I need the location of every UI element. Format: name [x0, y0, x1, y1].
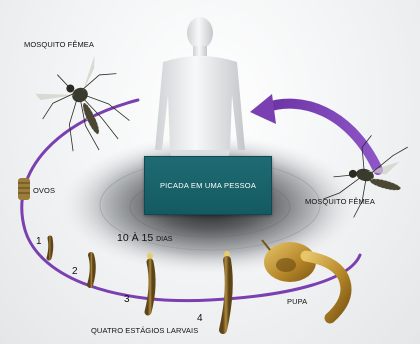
larva-icon: [49, 238, 51, 258]
days-range-unit: DIAS: [156, 236, 172, 243]
label-mosquito-female-top: MOSQUITO FÊMEA: [24, 40, 94, 49]
larva-icon: [223, 251, 230, 330]
eggs-icon: [18, 178, 30, 200]
bite-label: PICADA EM UMA PESSOA: [160, 181, 256, 190]
stage-number-1: 1: [36, 236, 42, 247]
label-pupa: PUPA: [287, 297, 307, 306]
days-range-value: 10 À 15: [117, 232, 153, 244]
larva-icon: [147, 253, 153, 312]
label-eggs: OVOS: [33, 186, 55, 195]
stage-number-3: 3: [124, 294, 130, 305]
label-larval-stages: QUATRO ESTÁGIOS LARVAIS: [91, 326, 198, 335]
label-days-range: 10 À 15 DIAS: [117, 232, 172, 244]
stage-number-2: 2: [72, 266, 78, 277]
label-mosquito-female-right: MOSQUITO FÊMEA: [305, 197, 375, 206]
stage-number-4: 4: [197, 313, 203, 324]
larva-icon: [90, 255, 93, 285]
bite-label-box: PICADA EM UMA PESSOA: [144, 156, 272, 215]
